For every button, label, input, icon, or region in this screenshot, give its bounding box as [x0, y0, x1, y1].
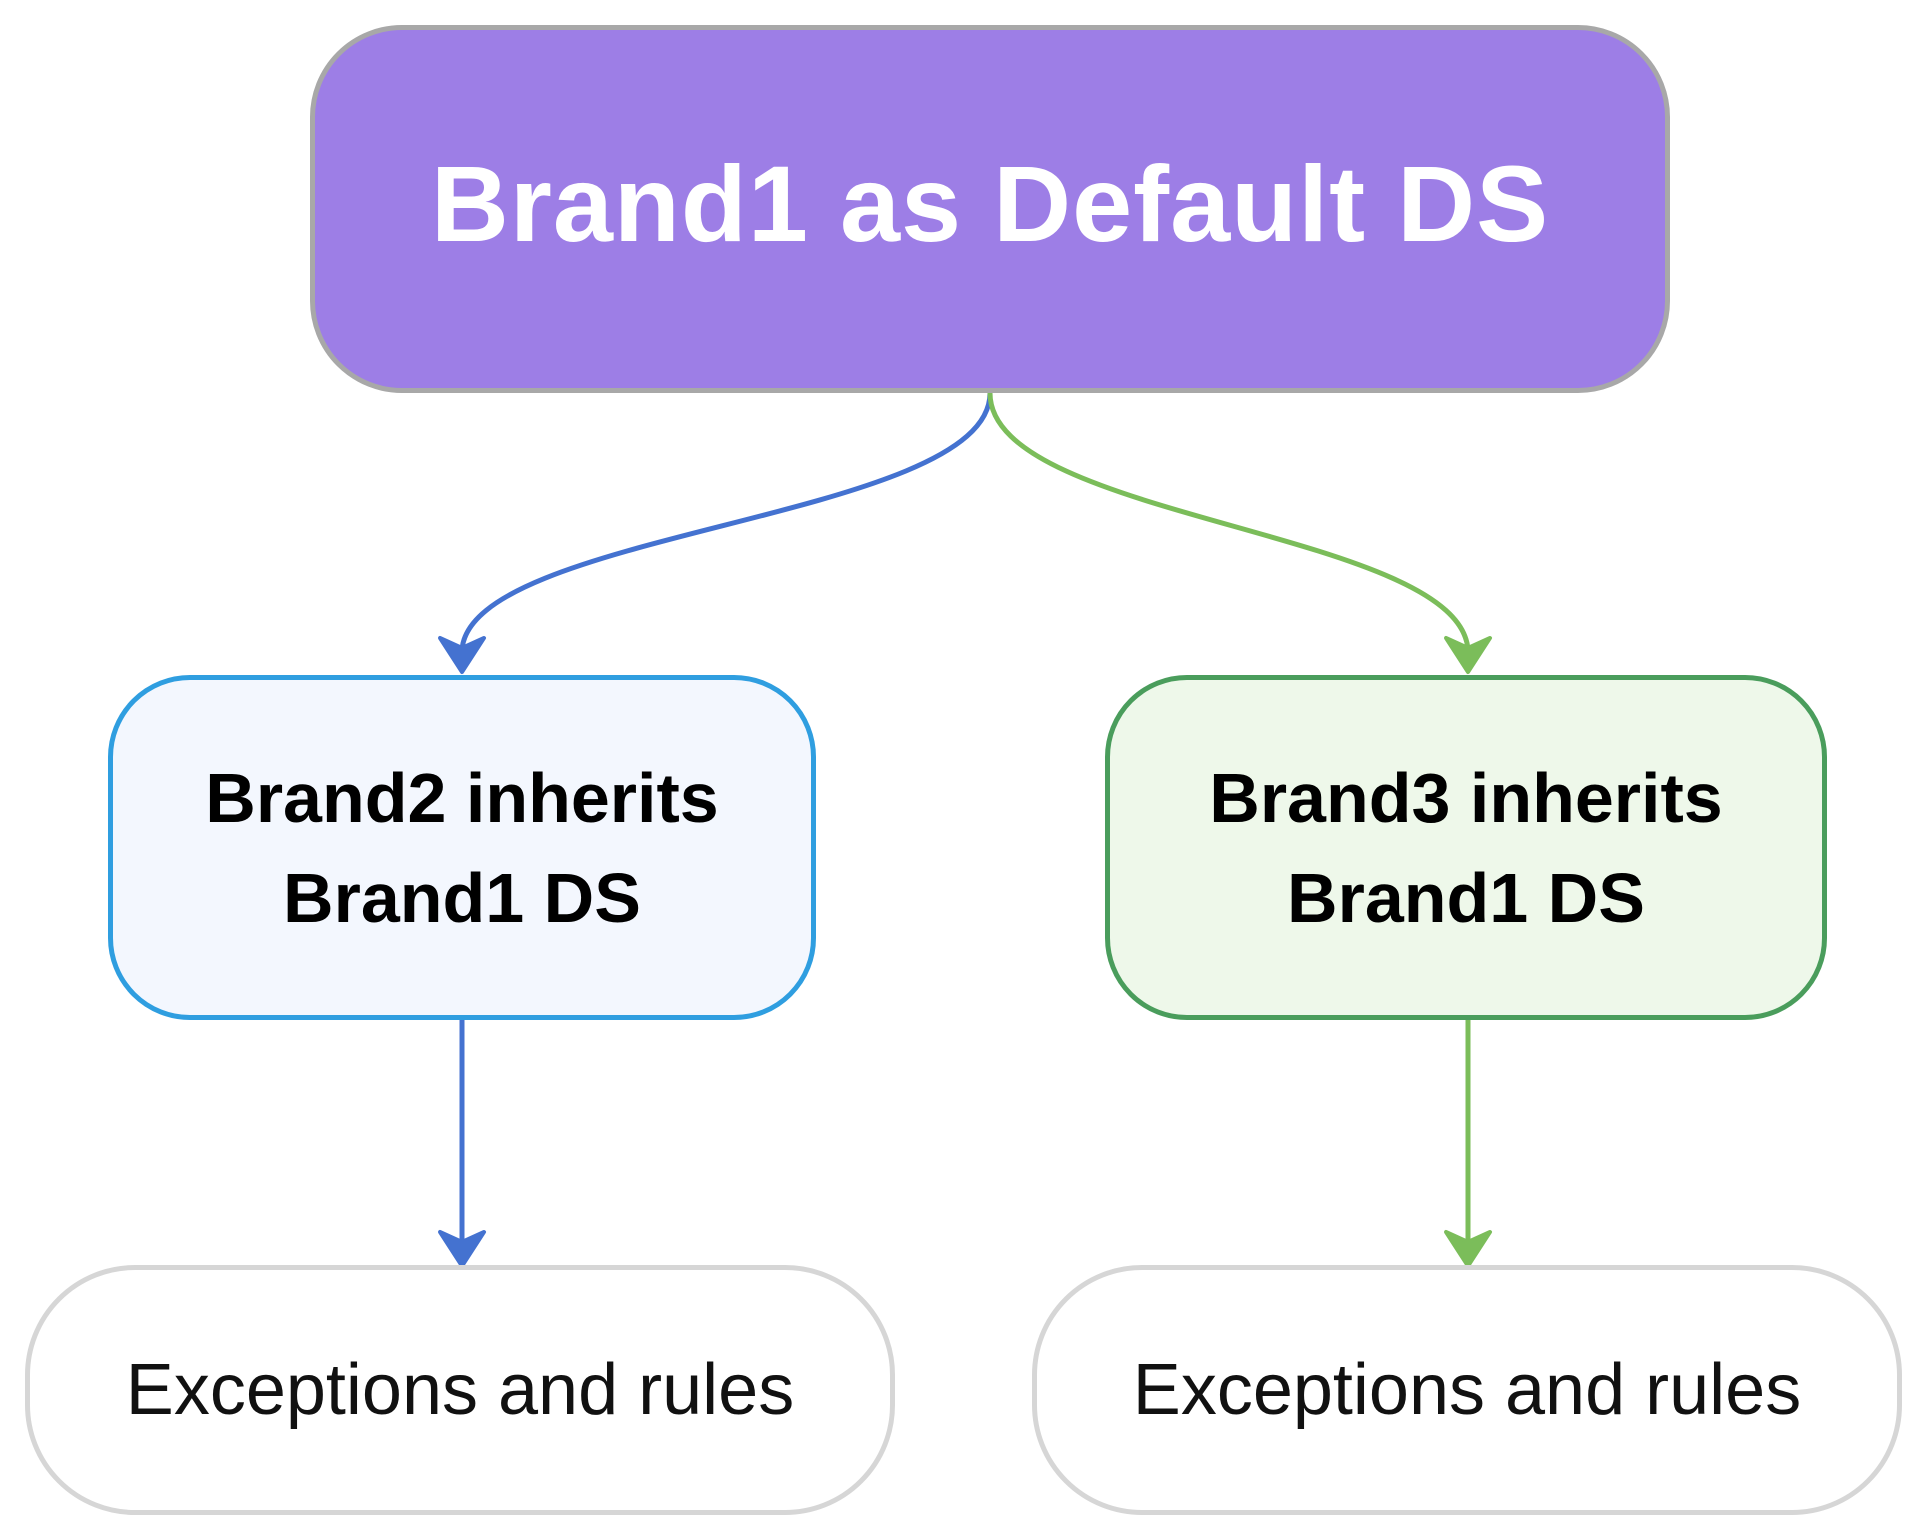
root-node-label: Brand1 as Default DS	[430, 142, 1550, 264]
brand3-label-line2: Brand1 DS	[1287, 858, 1645, 937]
brand2-exceptions-label: Exceptions and rules	[125, 1350, 795, 1430]
root-node: Brand1 as Default DS	[310, 25, 1670, 393]
arrowhead-leaf-left	[438, 1230, 486, 1268]
connector-root-to-brand3	[987, 390, 1471, 653]
brand3-label-line1: Brand3 inherits	[1209, 758, 1723, 837]
arrowhead-brand3	[1444, 636, 1492, 674]
brand2-label-line1: Brand2 inherits	[205, 758, 719, 837]
brand2-node-label: Brand2 inherits Brand1 DS	[205, 748, 718, 948]
arrowhead-brand2	[438, 636, 486, 674]
brand3-node: Brand3 inherits Brand1 DS	[1105, 675, 1827, 1020]
brand2-label-line2: Brand1 DS	[283, 858, 641, 937]
arrowhead-leaf-right	[1444, 1230, 1492, 1268]
brand2-exceptions-node: Exceptions and rules	[25, 1265, 895, 1515]
brand2-node: Brand2 inherits Brand1 DS	[108, 675, 816, 1020]
brand3-exceptions-label: Exceptions and rules	[1132, 1350, 1802, 1430]
brand3-exceptions-node: Exceptions and rules	[1032, 1265, 1902, 1515]
brand3-node-label: Brand3 inherits Brand1 DS	[1209, 748, 1722, 948]
connector-root-to-brand2	[459, 390, 993, 653]
